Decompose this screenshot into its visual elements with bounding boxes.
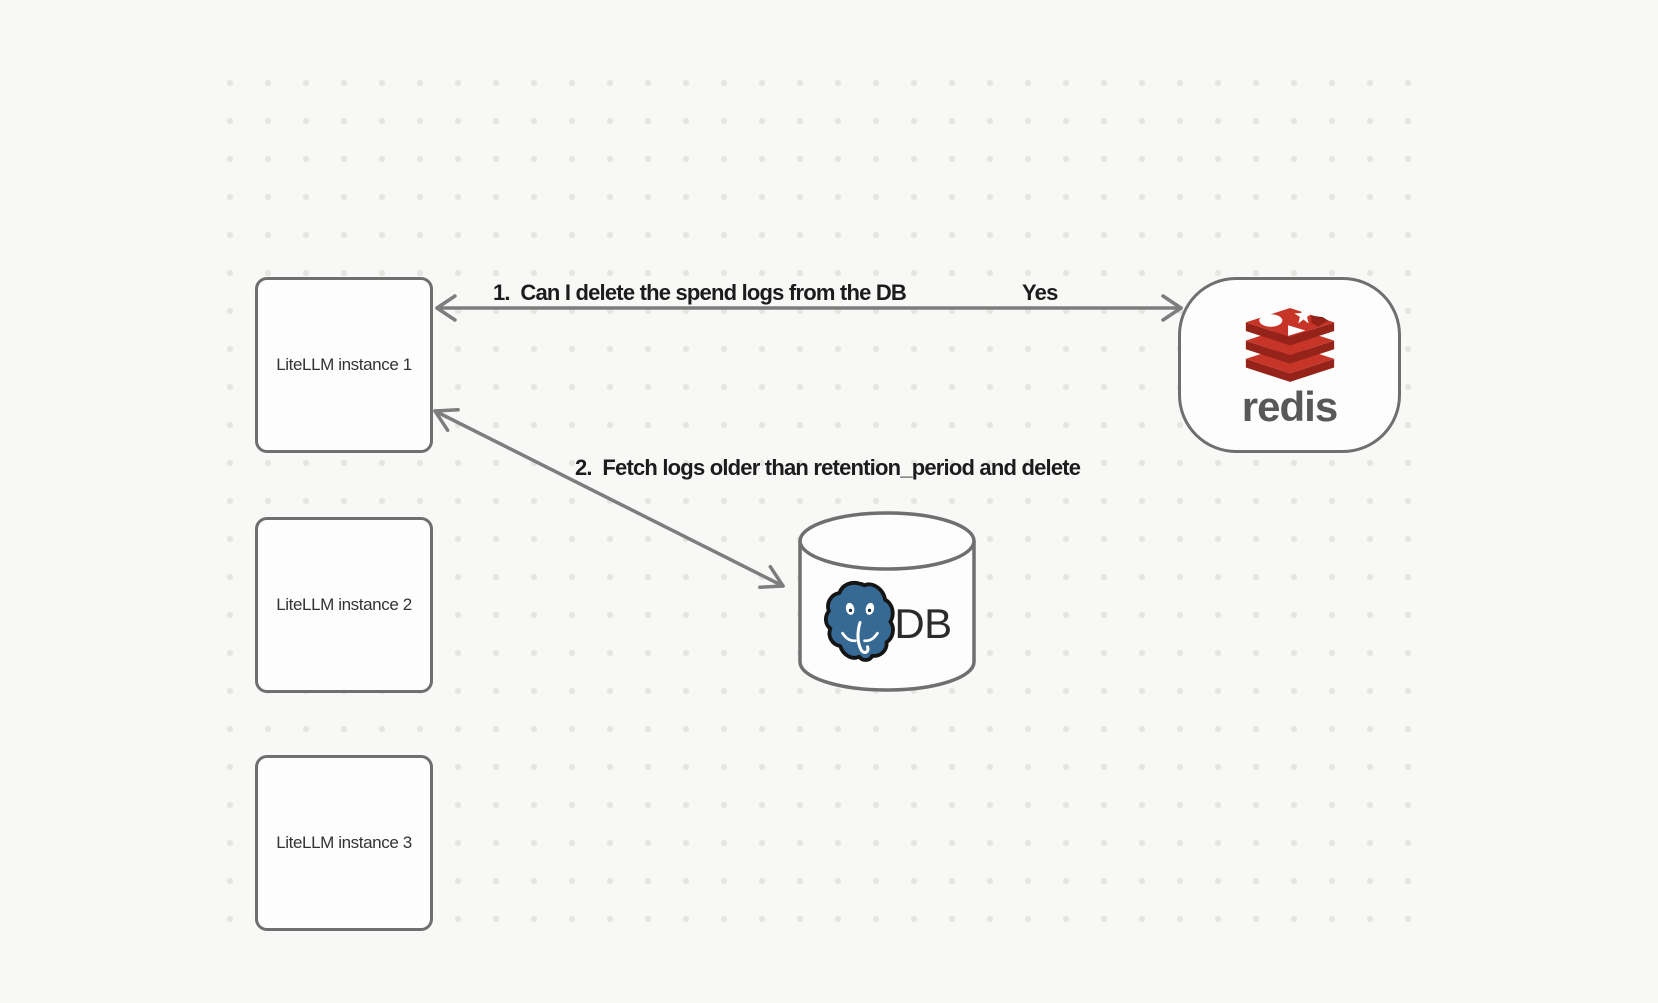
node-litellm-instance-2-label: LiteLLM instance 2 bbox=[276, 595, 412, 614]
node-litellm-instance-2[interactable]: LiteLLM instance 2 bbox=[255, 517, 433, 693]
node-litellm-instance-3-label: LiteLLM instance 3 bbox=[276, 833, 412, 852]
arrow-instance1-db[interactable] bbox=[433, 407, 785, 590]
postgresql-icon bbox=[824, 580, 896, 662]
redis-wordmark: redis bbox=[1241, 383, 1338, 430]
redis-logo-icon bbox=[1245, 306, 1334, 382]
db-label: DB bbox=[894, 600, 952, 647]
arrow-instance1-redis[interactable] bbox=[435, 294, 1183, 322]
edge1-response-label[interactable]: Yes bbox=[1022, 280, 1058, 305]
edge1-label[interactable]: 1. Can I delete the spend logs from the … bbox=[493, 280, 907, 305]
node-redis[interactable]: redis bbox=[1178, 277, 1401, 453]
db-content: DB bbox=[797, 578, 977, 664]
node-litellm-instance-3[interactable]: LiteLLM instance 3 bbox=[255, 755, 433, 931]
edge2-label[interactable]: 2. Fetch logs older than retention_perio… bbox=[575, 455, 1081, 480]
node-litellm-instance-1[interactable]: LiteLLM instance 1 bbox=[255, 277, 433, 453]
node-litellm-instance-1-label: LiteLLM instance 1 bbox=[276, 355, 412, 374]
